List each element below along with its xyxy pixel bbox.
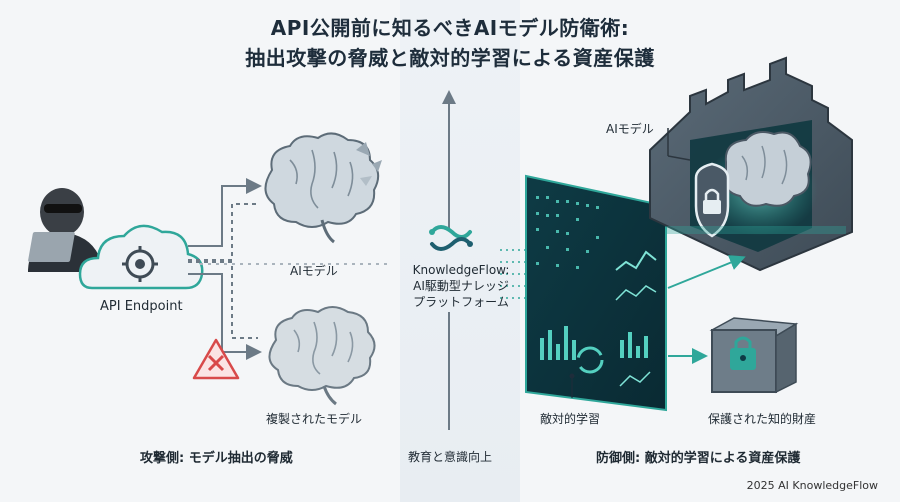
cloned-model-brain-icon <box>268 306 376 406</box>
protected-ip-label: 保護された知的財産 <box>708 412 817 426</box>
center-band <box>400 0 520 502</box>
protected-ip-safe-icon <box>709 317 799 394</box>
education-label: 教育と意識向上 <box>408 450 493 464</box>
ai-model-brain-icon <box>264 132 382 244</box>
brand-line-1: KnowledgeFlow: <box>412 263 510 277</box>
adversarial-learning-label: 敵対的学習 <box>540 412 601 426</box>
footer-credit: 2025 AI KnowledgeFlow <box>746 479 878 492</box>
attack-arrows <box>188 178 388 360</box>
panel-to-castle-arrow <box>667 255 746 289</box>
api-endpoint-label: API Endpoint <box>100 299 183 314</box>
attacker-section-label: 攻撃側: モデル抽出の脅威 <box>140 451 293 466</box>
cloned-model-label: 複製されたモデル <box>266 412 363 426</box>
protected-model-castle-icon <box>649 56 853 272</box>
defender-section-label: 防御側: 敵対的学習による資産保護 <box>596 451 801 466</box>
ai-model-label: AIモデル <box>290 264 338 278</box>
knowledgeflow-logo-icon <box>429 225 473 251</box>
brand-line-2: AI駆動型ナレッジ <box>413 279 509 293</box>
protected-model-label: AIモデル <box>606 122 654 136</box>
brand-line-3: プラットフォーム <box>413 295 509 309</box>
title-line-1: API公開前に知るべきAIモデル防衛術: <box>270 16 630 40</box>
adversarial-panel <box>525 174 667 412</box>
center-vertical-arrow <box>442 90 456 430</box>
api-endpoint-cloud-icon <box>78 224 204 290</box>
title-line-2: 抽出攻撃の脅威と敵対的学習による資産保護 <box>245 46 655 70</box>
knowledgeflow-brand: KnowledgeFlow: AI駆動型ナレッジ プラットフォーム <box>398 262 524 310</box>
warning-icon <box>192 338 240 380</box>
